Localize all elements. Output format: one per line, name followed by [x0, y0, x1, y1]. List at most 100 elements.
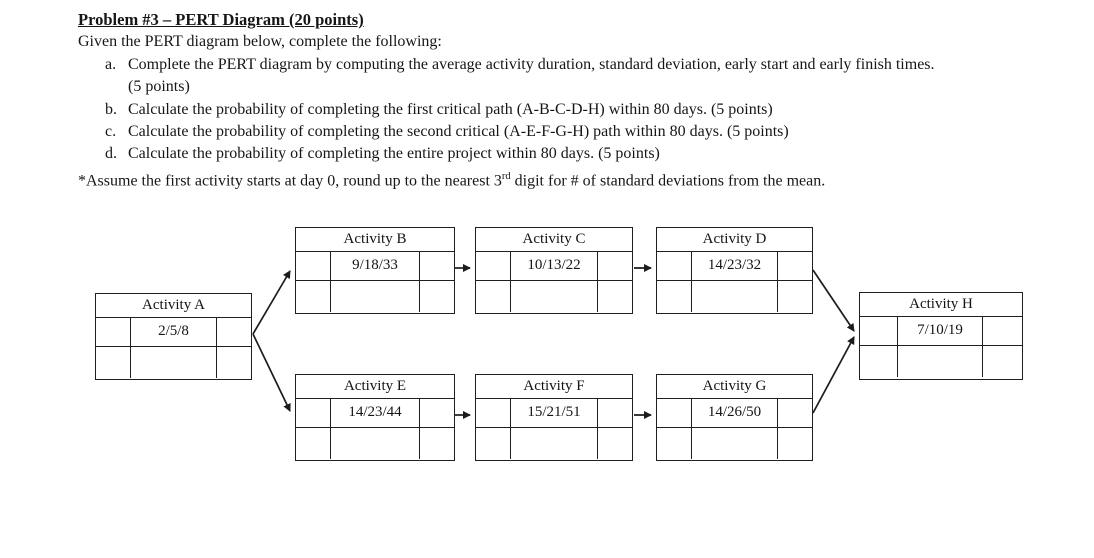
early-finish-cell — [982, 317, 1022, 345]
duration-cell: 14/23/44 — [348, 404, 402, 420]
activity-title: Activity F — [476, 375, 632, 399]
assumption-note-superscript: rd — [501, 170, 511, 182]
duration-row: 14/23/32 — [657, 252, 812, 281]
list-item-a: a. Complete the PERT diagram by computin… — [105, 54, 1040, 99]
bottom-left-cell — [296, 428, 331, 459]
pert-box-activity-h: Activity H 7/10/19 — [859, 292, 1023, 380]
list-marker: a. — [105, 55, 117, 73]
list-item-text: Calculate the probability of completing … — [128, 100, 773, 118]
edge-d-h-arrow — [812, 269, 855, 332]
early-finish-cell — [216, 318, 251, 346]
list-item-c: c. Calculate the probability of completi… — [105, 121, 1040, 143]
duration-cell: 14/26/50 — [707, 404, 762, 420]
bottom-right-cell — [216, 347, 251, 378]
early-finish-cell — [777, 399, 812, 427]
pert-box-activity-e: Activity E 14/23/44 — [295, 374, 455, 461]
bottom-left-cell — [657, 428, 692, 459]
duration-cell: 7/10/19 — [917, 322, 963, 338]
bottom-right-cell — [419, 428, 454, 459]
duration-row: 7/10/19 — [860, 317, 1022, 346]
list-item-a-line1: Complete the PERT diagram by computing t… — [128, 55, 935, 73]
bottom-mid-cell — [331, 281, 419, 312]
bottom-mid-cell — [898, 346, 982, 377]
duration-row: 2/5/8 — [96, 318, 251, 347]
bottom-mid-cell — [131, 347, 216, 378]
bottom-mid-cell — [692, 281, 777, 312]
pert-box-activity-f: Activity F 15/21/51 — [475, 374, 633, 461]
activity-title: Activity B — [296, 228, 454, 252]
list-item-text: Complete the PERT diagram by computing t… — [128, 54, 1040, 99]
bottom-row — [657, 428, 812, 459]
bottom-row — [860, 346, 1022, 377]
bottom-right-cell — [982, 346, 1022, 377]
bottom-left-cell — [860, 346, 898, 377]
duration-row: 9/18/33 — [296, 252, 454, 281]
bottom-mid-cell — [331, 428, 419, 459]
list-item-a-line2: (5 points) — [128, 78, 190, 96]
problem-statement: Problem #3 – PERT Diagram (20 points) Gi… — [0, 0, 1040, 193]
activity-title: Activity D — [657, 228, 812, 252]
early-start-cell — [860, 317, 898, 345]
bottom-left-cell — [296, 281, 331, 312]
duration-row: 14/23/44 — [296, 399, 454, 428]
bottom-right-cell — [597, 281, 632, 312]
bottom-row — [96, 347, 251, 378]
list-marker: b. — [105, 100, 117, 118]
pert-box-activity-b: Activity B 9/18/33 — [295, 227, 455, 314]
list-item-text: Calculate the probability of completing … — [128, 145, 660, 163]
duration-cell: 10/13/22 — [527, 257, 581, 273]
assumption-note: *Assume the first activity starts at day… — [78, 166, 1040, 193]
list-item-b: b. Calculate the probability of completi… — [105, 99, 1040, 121]
bottom-mid-cell — [511, 428, 597, 459]
page-title-text: Problem #3 – PERT Diagram (20 points) — [78, 10, 364, 29]
bottom-left-cell — [96, 347, 131, 378]
duration-row: 14/26/50 — [657, 399, 812, 428]
early-finish-cell — [419, 399, 454, 427]
bottom-right-cell — [777, 428, 812, 459]
early-start-cell — [476, 399, 511, 427]
early-start-cell — [657, 252, 692, 280]
edge-a-e-arrow — [252, 333, 291, 412]
early-start-cell — [476, 252, 511, 280]
duration-cell: 14/23/32 — [707, 257, 762, 273]
activity-title: Activity C — [476, 228, 632, 252]
activity-title: Activity A — [96, 294, 251, 318]
bottom-row — [296, 281, 454, 312]
list-item-text: Calculate the probability of completing … — [128, 123, 789, 141]
early-finish-cell — [777, 252, 812, 280]
early-finish-cell — [419, 252, 454, 280]
activity-title: Activity G — [657, 375, 812, 399]
bottom-row — [476, 428, 632, 459]
early-start-cell — [296, 252, 331, 280]
pert-box-activity-d: Activity D 14/23/32 — [656, 227, 813, 314]
assumption-note-prefix: *Assume the first activity starts at day… — [78, 172, 502, 190]
early-finish-cell — [597, 399, 632, 427]
bottom-right-cell — [597, 428, 632, 459]
bottom-row — [657, 281, 812, 312]
bottom-row — [476, 281, 632, 312]
early-finish-cell — [597, 252, 632, 280]
page-title: Problem #3 – PERT Diagram (20 points) — [78, 9, 1040, 31]
list-marker: c. — [105, 123, 117, 141]
early-start-cell — [296, 399, 331, 427]
assumption-note-suffix: digit for # of standard deviations from … — [510, 172, 826, 190]
bottom-left-cell — [657, 281, 692, 312]
list-item-d: d. Calculate the probability of completi… — [105, 143, 1040, 165]
early-start-cell — [657, 399, 692, 427]
pert-box-activity-a: Activity A 2/5/8 — [95, 293, 252, 380]
bottom-mid-cell — [692, 428, 777, 459]
pert-box-activity-c: Activity C 10/13/22 — [475, 227, 633, 314]
intro-line: Given the PERT diagram below, complete t… — [78, 33, 442, 51]
duration-row: 10/13/22 — [476, 252, 632, 281]
bottom-row — [296, 428, 454, 459]
bottom-right-cell — [777, 281, 812, 312]
bottom-left-cell — [476, 428, 511, 459]
list-marker: d. — [105, 145, 117, 163]
duration-row: 15/21/51 — [476, 399, 632, 428]
activity-title: Activity E — [296, 375, 454, 399]
duration-cell: 2/5/8 — [158, 323, 189, 339]
bottom-mid-cell — [511, 281, 597, 312]
edge-a-b-arrow — [252, 270, 291, 335]
duration-cell: 9/18/33 — [352, 257, 398, 273]
